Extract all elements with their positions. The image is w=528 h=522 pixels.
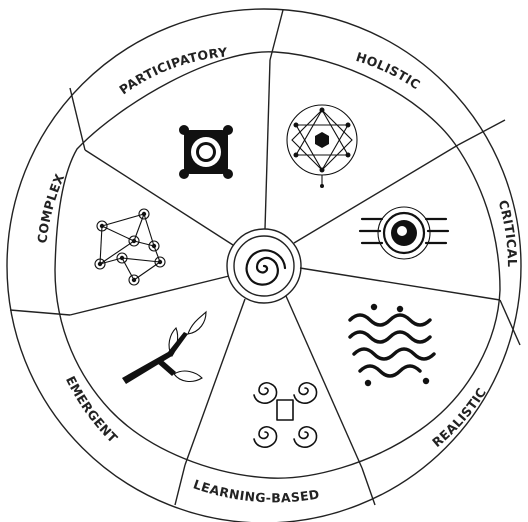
label-emergent: EMERGENT [63, 373, 121, 445]
branch-icon [122, 310, 207, 384]
sacred-geometry-icon [286, 104, 358, 188]
label-learning-based: LEARNING-BASED [191, 476, 320, 505]
ring-of-people-icon [179, 125, 233, 179]
center-ring-inner [233, 235, 295, 297]
eye-icon [358, 206, 450, 260]
outer-ring [6, 8, 522, 522]
spirals-icon [253, 382, 318, 448]
spiral-icon [245, 249, 287, 286]
label-participatory: PARTICIPATORY [116, 44, 228, 97]
label-complex: COMPLEX [34, 171, 67, 244]
waves-icon [348, 303, 436, 387]
wheel-rings [6, 8, 522, 522]
segment-dividers [9, 9, 521, 506]
network-icon [94, 208, 166, 286]
label-critical: CRITICAL [496, 198, 520, 267]
label-holistic: HOLISTIC [354, 49, 423, 92]
inner-ring [54, 51, 501, 479]
center-ring [226, 228, 302, 304]
